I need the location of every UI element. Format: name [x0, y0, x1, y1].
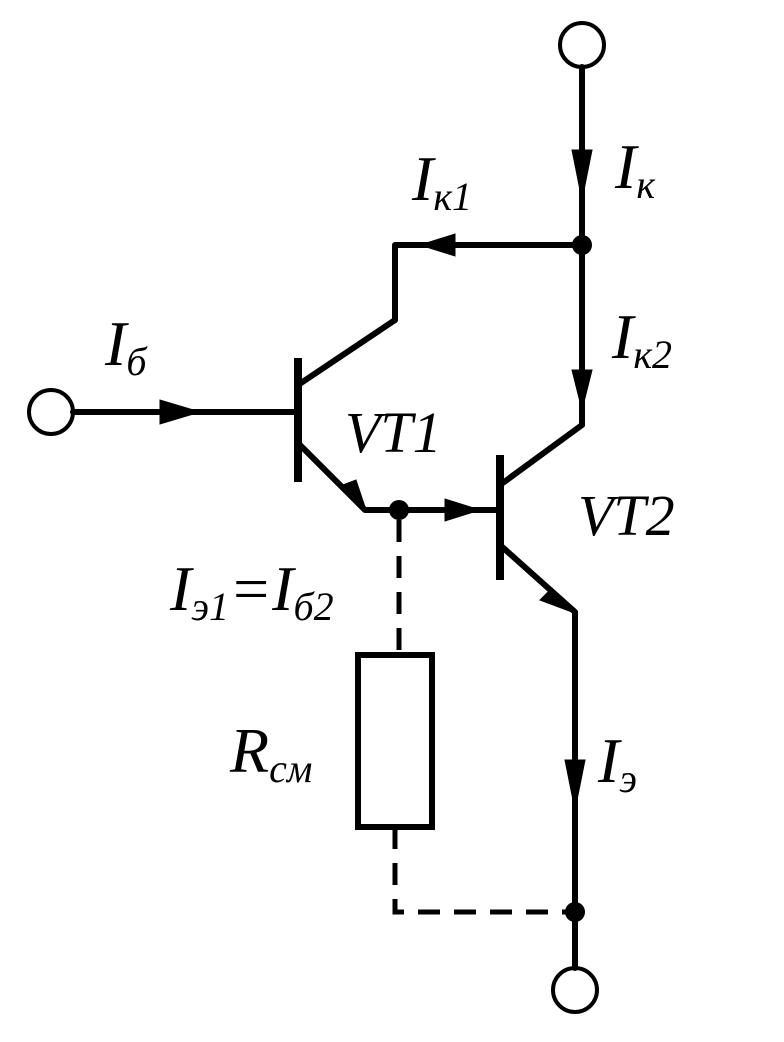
ik2-arrow	[571, 369, 593, 411]
ik-arrow	[571, 149, 593, 201]
vt2-emitter-arrow	[539, 587, 574, 614]
vt2-collector-lead	[497, 422, 585, 488]
output-junction-dot	[565, 902, 585, 922]
vt2-emitter-lead	[497, 542, 578, 971]
vt2-base-arrow	[444, 498, 482, 522]
ie-label: Iэ	[597, 725, 637, 801]
collector-terminal[interactable]	[558, 21, 606, 69]
bias-resistor[interactable]	[355, 652, 435, 830]
resistor-dashed-bottom	[392, 827, 575, 915]
ib-label: Iб	[104, 308, 148, 384]
vt1-collector-wire	[392, 242, 585, 323]
ie1-ib2-label: Iэ1=Iб2	[169, 553, 334, 629]
base-terminal[interactable]	[27, 388, 75, 436]
ik1-label: Iк1	[411, 143, 472, 219]
vt1-collector-lead	[295, 317, 398, 388]
vt1-label: VT1	[345, 400, 442, 465]
ik2-label: Iк2	[611, 301, 672, 377]
collector-junction-dot	[572, 235, 592, 255]
vt1-emitter-lead	[295, 440, 402, 513]
vt1-emitter-arrow	[339, 479, 367, 511]
ib-arrow	[159, 399, 202, 425]
ik-label: Iк	[614, 131, 655, 207]
vt2-label: VT2	[578, 483, 675, 548]
rsm-label: Rсм	[229, 715, 312, 791]
emitter-terminal[interactable]	[551, 966, 599, 1014]
ie-arrow	[564, 759, 586, 811]
ik1-arrow	[418, 233, 456, 257]
emitter-junction-dot	[389, 500, 409, 520]
